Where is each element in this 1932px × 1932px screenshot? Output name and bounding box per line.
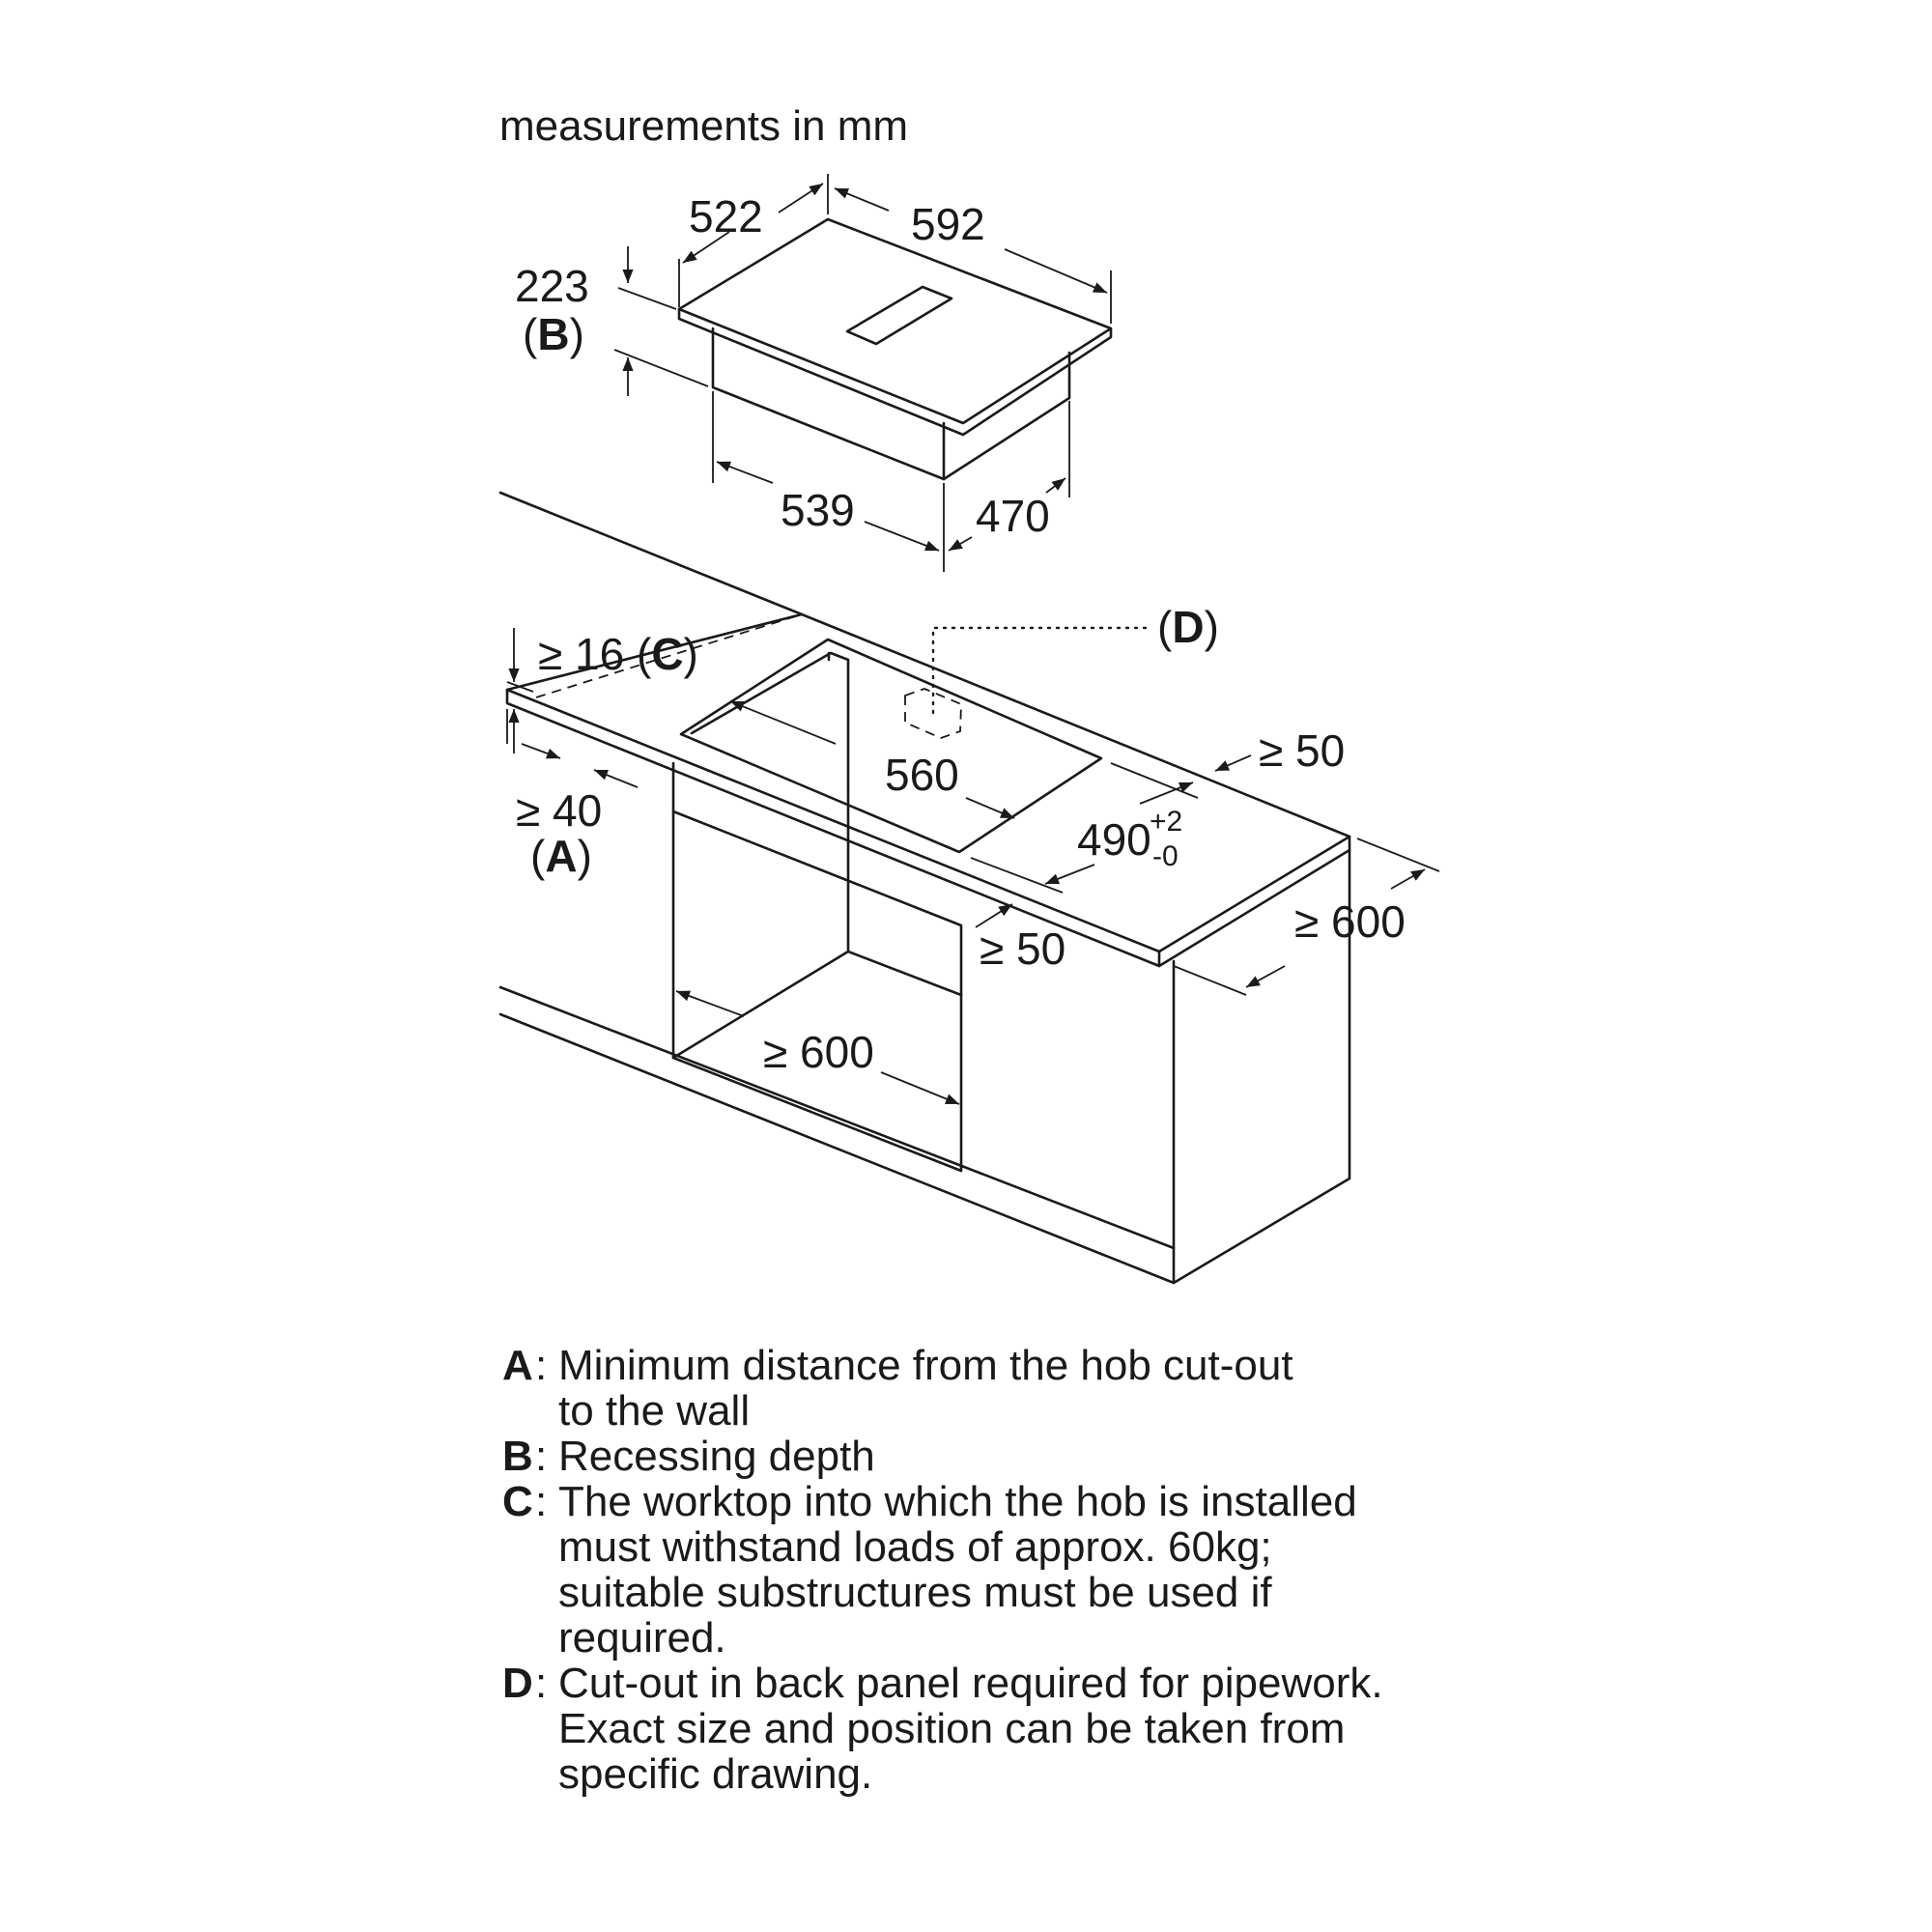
installation-dimension-lines [506, 626, 1440, 1105]
legend-item-b: B:Recessing depth [502, 1433, 875, 1480]
dim-490-tol-plus: +2 [1150, 806, 1182, 838]
dim-490-tol-minus: -0 [1152, 840, 1179, 872]
legend: A:Minimum distance from the hob cut-out … [502, 1343, 1662, 1797]
tag-D-letter: D [1172, 602, 1204, 652]
legend-key: D [502, 1660, 533, 1707]
tag-B: (B) [523, 309, 584, 359]
pipework-leader [931, 626, 1153, 715]
tag-D: (D) [1157, 602, 1219, 652]
cabinet-right [1172, 848, 1351, 1285]
extractor-slot [845, 285, 953, 346]
dim-522: 522 [689, 191, 763, 242]
hob-dimensions [613, 174, 1112, 572]
plinth-upper [498, 985, 1176, 1250]
hob-cutout [679, 638, 1103, 854]
legend-item-c: C:The worktop into which the hob is inst… [502, 1478, 1357, 1662]
dim-223: 223 [515, 261, 589, 311]
pipework-cutout [904, 688, 962, 739]
tag-C-letter: C [651, 629, 683, 679]
plinth-lower [498, 1012, 1176, 1285]
legend-key: A [502, 1342, 533, 1389]
dim-560: 560 [885, 750, 959, 800]
tag-A: (A) [530, 831, 592, 881]
dim-592: 592 [911, 199, 985, 249]
legend-text: Minimum distance from the hob cut-out to… [558, 1342, 1293, 1435]
hob-glass-edge [677, 307, 1113, 437]
dim-worktop-thickness-value: ≥ 16 [538, 629, 624, 679]
legend-text: Recessing depth [558, 1433, 875, 1480]
hob-drawing [677, 217, 1113, 481]
dim-470: 470 [976, 491, 1050, 541]
legend-item-d: D:Cut-out in back panel required for pip… [502, 1660, 1383, 1798]
dim-539: 539 [781, 485, 855, 535]
dim-back-margin: ≥ 50 [1259, 725, 1345, 776]
dim-worktop-depth: ≥ 600 [1294, 896, 1406, 947]
worktop-front [505, 688, 1351, 968]
dim-cabinet-width: ≥ 600 [763, 1027, 874, 1077]
hob-glass-top [677, 217, 1113, 425]
hob-body [711, 327, 1071, 481]
dim-worktop-thickness: ≥ 16 (C) [538, 629, 698, 679]
units-note: measurements in mm [499, 102, 908, 150]
dim-wall-distance: ≥ 40 [516, 785, 602, 836]
legend-text: Cut-out in back panel required for pipew… [558, 1660, 1383, 1798]
tag-B-letter: B [537, 309, 569, 359]
wall-line [498, 491, 804, 616]
legend-key: B [502, 1433, 533, 1480]
legend-key: C [502, 1478, 533, 1525]
dim-490: 490 [1077, 814, 1151, 865]
dim-front-margin: ≥ 50 [980, 923, 1065, 974]
tag-A-letter: A [545, 831, 577, 881]
legend-item-a: A:Minimum distance from the hob cut-out … [502, 1342, 1293, 1435]
worktop-drawing [498, 491, 1351, 1285]
legend-text: The worktop into which the hob is instal… [558, 1478, 1357, 1662]
